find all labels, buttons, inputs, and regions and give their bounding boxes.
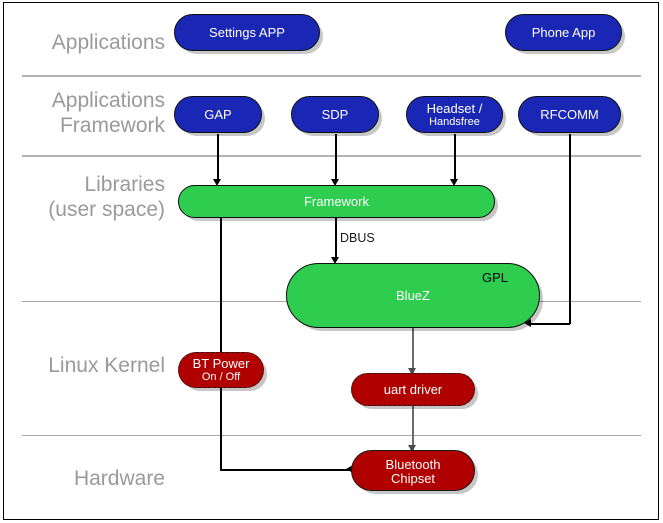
node-handsfree-label: Handsfree [429,115,480,128]
divider-applications [22,75,641,77]
arrowhead-rfcomm-to-bluez [524,319,531,327]
arrowhead-gap-to-framework [213,179,221,186]
node-bt-power-label: BT Power [192,356,250,371]
divider-app-framework [22,155,641,157]
arrowhead-headset-to-framework [450,179,458,186]
node-sdp[interactable]: SDP [291,96,379,133]
connector-rfcomm-down [569,134,571,324]
connector-gap-to-framework [217,134,219,182]
node-rfcomm[interactable]: RFCOMM [518,96,621,133]
arrowhead-bluez-to-uart [408,368,416,375]
layer-label-hardware: Hardware [73,467,165,490]
node-phone-app-label: Phone App [531,25,596,40]
node-framework-label: Framework [303,194,369,209]
node-bluez-license-tag: GPL [482,270,509,285]
node-bt-power[interactable]: BT Power On / Off [178,352,264,388]
connector-rfcomm-to-bluez [528,323,570,325]
node-bluetooth-chipset-label: Bluetooth [385,456,441,472]
connector-sdp-to-framework [335,134,337,182]
node-gap-label: GAP [204,107,232,122]
node-sdp-label: SDP [321,107,349,122]
node-settings-app[interactable]: Settings APP [174,14,320,51]
node-framework[interactable]: Framework [178,185,495,218]
layer-label-app-framework: Applications Framework [51,89,165,137]
node-uart-driver-label: uart driver [383,382,443,397]
node-headset-label: Headset / [426,100,483,116]
divider-linux-kernel [22,435,641,436]
node-gap[interactable]: GAP [174,96,262,133]
layer-label-libraries: Libraries (user space) [48,173,165,221]
edge-label-dbus: DBUS [340,231,375,245]
node-bluetooth-chipset-sub-label: Chipset [390,470,436,486]
arrowhead-bt-power-to-chipset [346,465,353,473]
layer-label-applications: Applications [51,31,165,54]
layer-label-linux-kernel: Linux Kernel [48,354,165,377]
arrowhead-framework-to-bluez [331,257,339,264]
connector-uart-to-chipset [412,405,414,450]
connector-headset-to-framework [454,134,456,182]
node-settings-app-label: Settings APP [209,25,285,40]
arrowhead-sdp-to-framework [331,179,339,186]
node-headset-handsfree[interactable]: Headset / Handsfree [406,96,503,133]
node-uart-driver[interactable]: uart driver [351,373,475,406]
node-rfcomm-label: RFCOMM [540,107,599,122]
connector-framework-to-bluez [335,217,337,261]
node-bluez-label: BlueZ [396,288,430,303]
connector-bluez-to-uart [412,328,414,373]
arrowhead-uart-to-chipset [408,445,416,452]
node-bt-power-state-label: On / Off [201,371,241,383]
connector-framework-to-bt-power [220,217,222,470]
node-phone-app[interactable]: Phone App [505,14,622,51]
node-bluez[interactable]: BlueZ [286,263,540,328]
node-bluetooth-chipset[interactable]: Bluetooth Chipset [351,450,475,491]
connector-bt-power-to-chipset [220,469,350,471]
